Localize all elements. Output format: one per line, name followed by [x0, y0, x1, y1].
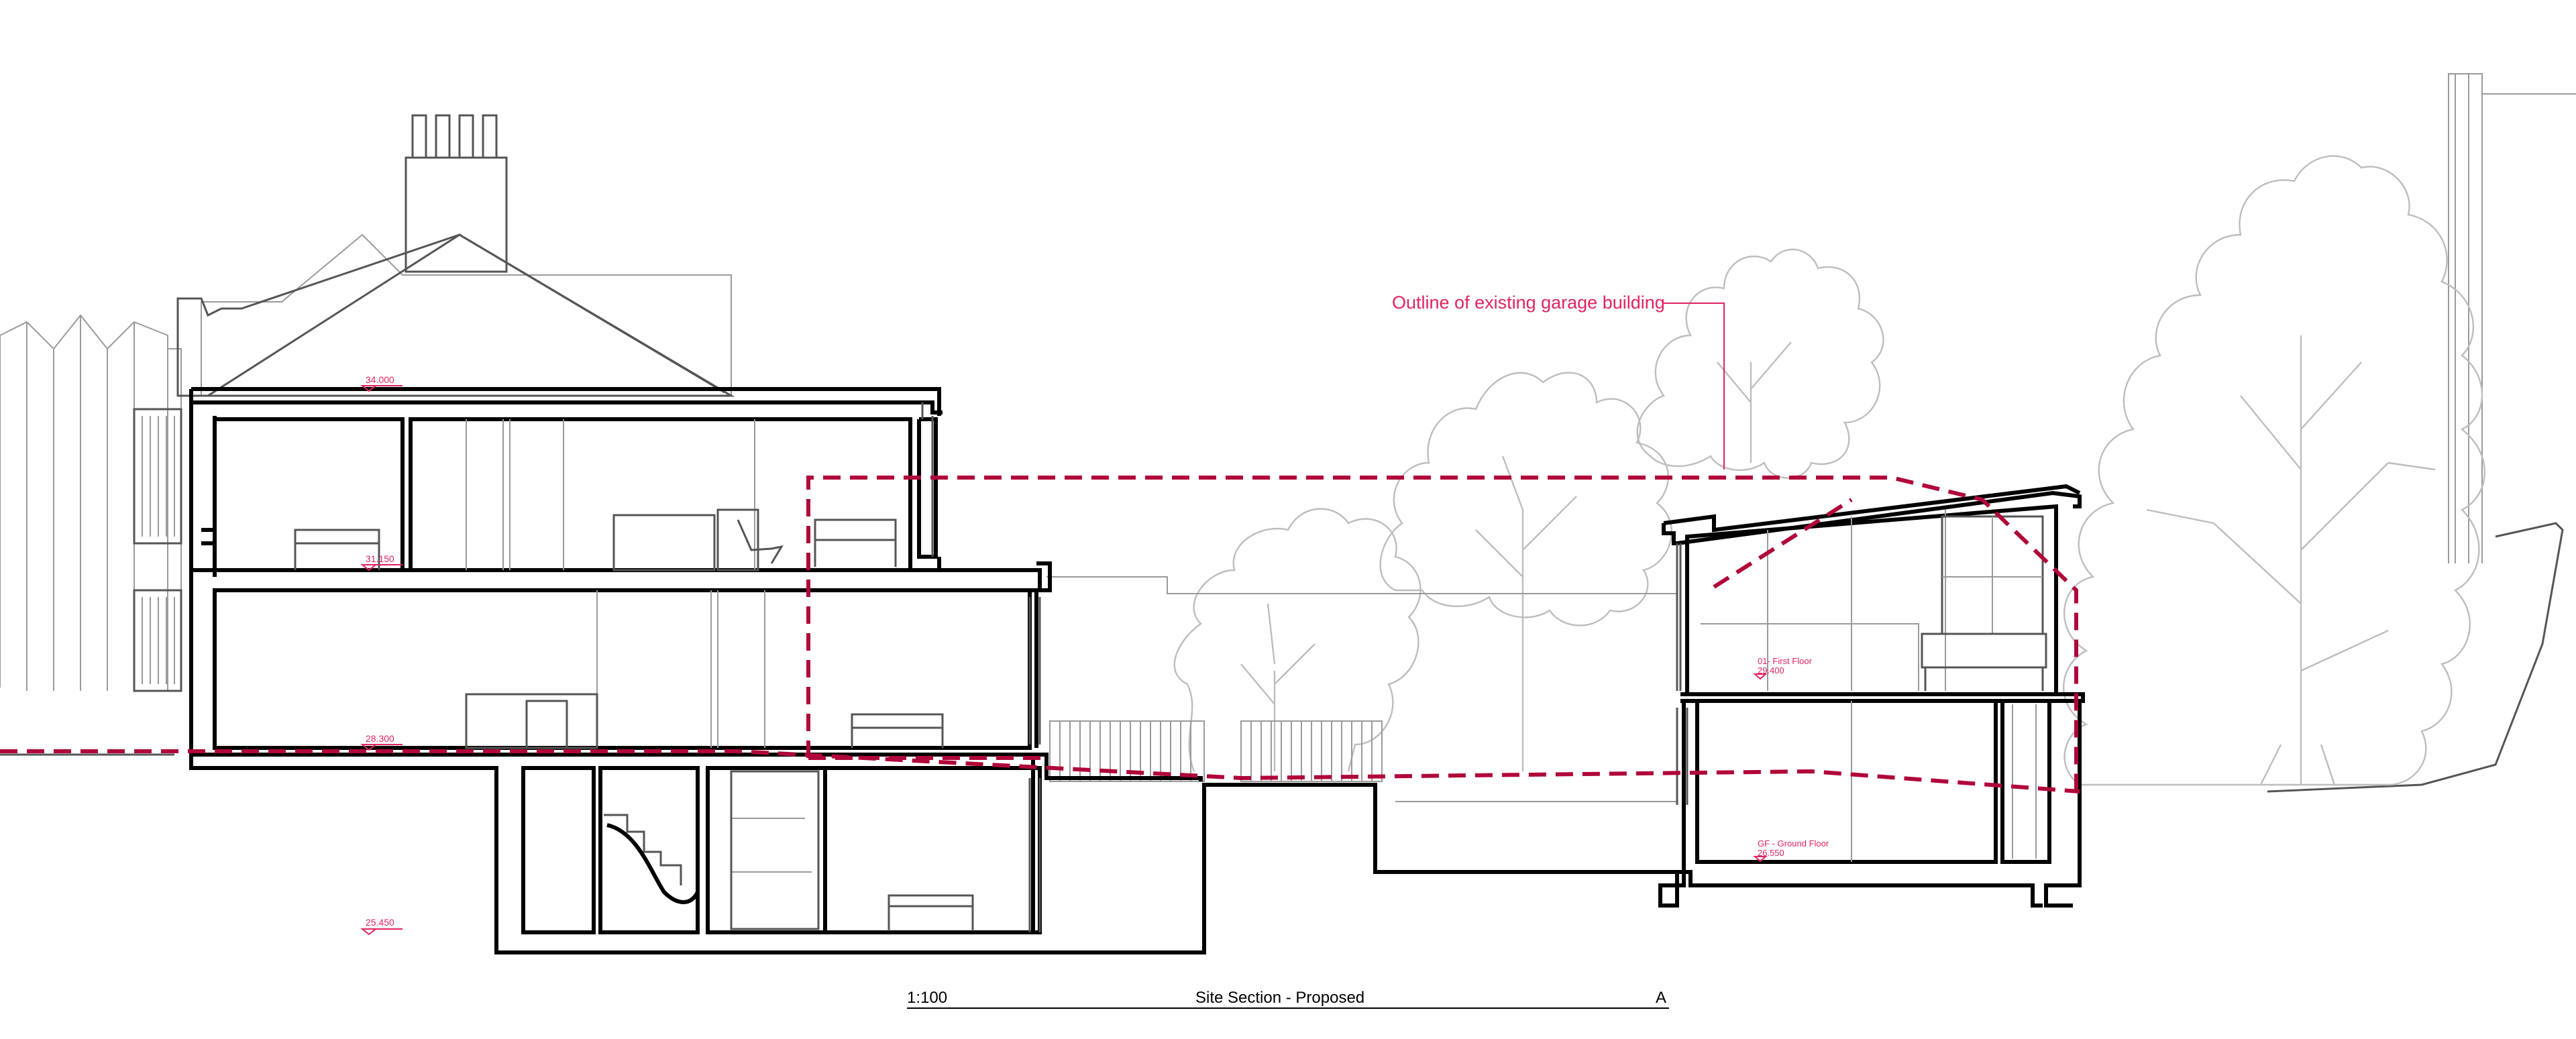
svg-text:28.300: 28.300	[366, 733, 394, 744]
trees	[1173, 155, 2485, 786]
drawing-title: Site Section - Proposed	[1195, 989, 1364, 1007]
svg-text:25.450: 25.450	[366, 917, 394, 928]
level-marker-basement: 25.450	[360, 917, 402, 936]
level-marker-ground: 28.300	[360, 733, 402, 751]
annotation-leader	[1664, 303, 1725, 470]
section-ref: A	[1656, 989, 1666, 1007]
existing-garage-label: Outline of existing garage building	[1392, 292, 1665, 313]
svg-text:01- First Floor: 01- First Floor	[1758, 656, 1813, 666]
level-marker-ground-floor: GF - Ground Floor 26.550	[1753, 838, 1829, 863]
svg-text:26.550: 26.550	[1758, 848, 1784, 858]
bay-window	[133, 408, 182, 692]
scale-label: 1:100	[907, 989, 947, 1007]
title-block: 1:100 Site Section - Proposed A	[907, 989, 1669, 1009]
level-marker-first-floor: 01- First Floor 29.400	[1753, 656, 1813, 680]
svg-text:GF - Ground Floor: GF - Ground Floor	[1758, 838, 1829, 849]
existing-garage-outline	[0, 476, 2080, 794]
svg-text:34.000: 34.000	[366, 374, 394, 385]
level-marker-upper: 31.150	[360, 553, 402, 571]
main-house-section	[189, 387, 1677, 954]
svg-text:29.400: 29.400	[1758, 665, 1784, 675]
level-marker-roof: 34.000	[360, 374, 402, 392]
neighbouring-buildings	[0, 73, 2576, 793]
garden-building-section	[1658, 484, 2085, 908]
chimney	[405, 114, 508, 273]
svg-text:31.150: 31.150	[366, 553, 394, 564]
garden-fence	[1046, 576, 1677, 802]
